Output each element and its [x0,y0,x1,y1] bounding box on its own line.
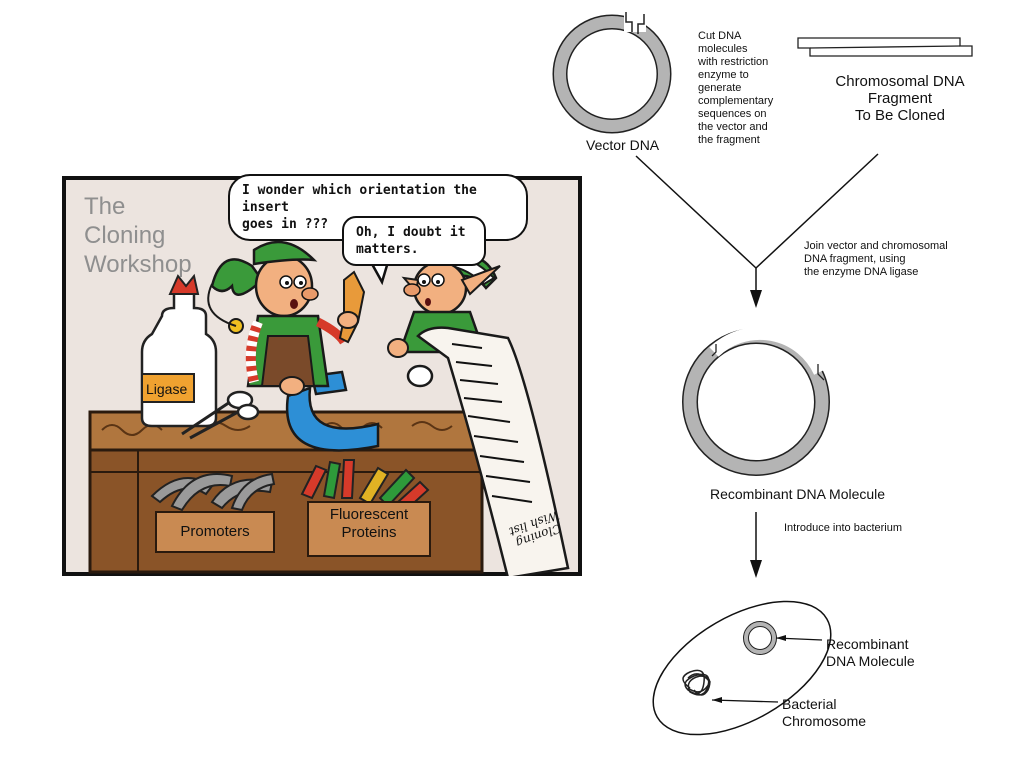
cut-note-line: with restriction [698,56,769,68]
cell-label-line: Recombinant [826,636,909,652]
comic-title: The Cloning Workshop [84,192,192,279]
plasmid-in-cell [743,621,777,655]
join-note-line: the enzyme DNA ligase [804,266,919,278]
chromosomal-fragment-bar [797,37,973,57]
cell-label-line: Bacterial [782,696,837,712]
recombinant-dna-ring [682,326,830,476]
fragment-label-line: Fragment [867,90,933,107]
ligase-bottle [140,273,218,428]
ligase-label: Ligase [146,381,188,397]
cut-note-line: Cut DNA [698,30,742,42]
vector-dna-label: Vector DNA [586,137,660,153]
comic-title-line: Workshop [84,251,192,278]
comic-illustration [62,176,582,576]
cut-note-line: the fragment [698,134,760,146]
fluorescent-proteins-label: Fluorescent Proteins [312,506,426,542]
arrow-line-right [755,153,879,269]
fragment-label-line: Chromosomal DNA [835,73,965,90]
join-note-line: Join vector and chromosomal [804,240,948,252]
cut-note-line: enzyme to [698,69,749,81]
join-ligase-note: Join vector and chromosomal DNA fragment… [804,240,948,279]
comic-panel: The Cloning Workshop I wonder which orie… [62,174,582,576]
recombinant-dna-label: Recombinant DNA Molecule [710,486,886,502]
join-note-line: DNA fragment, using [804,253,906,265]
box-2-line: Fluorescent [329,506,409,523]
cell-label-line: DNA Molecule [826,653,915,669]
bacterial-chromosome-tangle [682,669,711,696]
bubble-2-text: matters. [356,242,419,257]
cell-label-line: Chromosome [782,713,867,729]
wish-list-scroll [387,326,570,576]
cut-note-line: molecules [698,43,748,55]
blue-dna-piece [285,386,380,452]
arrow-head-2 [750,560,762,578]
bacterial-chromosome-label: Bacterial Chromosome [782,696,866,730]
cut-note-line: generate [698,82,742,94]
cell-recombinant-label: Recombinant DNA Molecule [826,636,915,670]
fragment-label-line: To Be Cloned [854,107,946,124]
introduce-bacterium-note: Introduce into bacterium [784,522,903,534]
cut-note-line: complementary [698,95,774,107]
bubble-1-text: I wonder which orientation the insert [242,183,477,215]
arrow-head-1 [750,290,762,308]
cut-dna-note: Cut DNA molecules with restriction enzym… [698,30,773,147]
elf-left [207,240,366,396]
pointer-line-chromosome [711,699,779,703]
scissors [181,390,260,440]
promoters-label: Promoters [180,523,250,540]
vector-dna-ring [552,10,672,134]
comic-title-line: Cloning [84,222,166,249]
speech-bubble-2: Oh, I doubt it matters. [342,216,486,266]
bacterium-cell [652,600,832,736]
chromosomal-fragment-label: Chromosomal DNA Fragment To Be Cloned [808,73,992,124]
cut-note-line: the vector and [698,121,768,133]
bubble-2-text: Oh, I doubt it [356,225,466,240]
arrow-line-left [635,155,757,269]
box-2-line: Proteins [341,524,397,541]
promoter-strips [150,472,276,512]
bubble-1-text: goes in ??? [242,217,329,232]
comic-title-line: The [84,193,126,220]
cut-note-line: sequences on [698,108,767,120]
